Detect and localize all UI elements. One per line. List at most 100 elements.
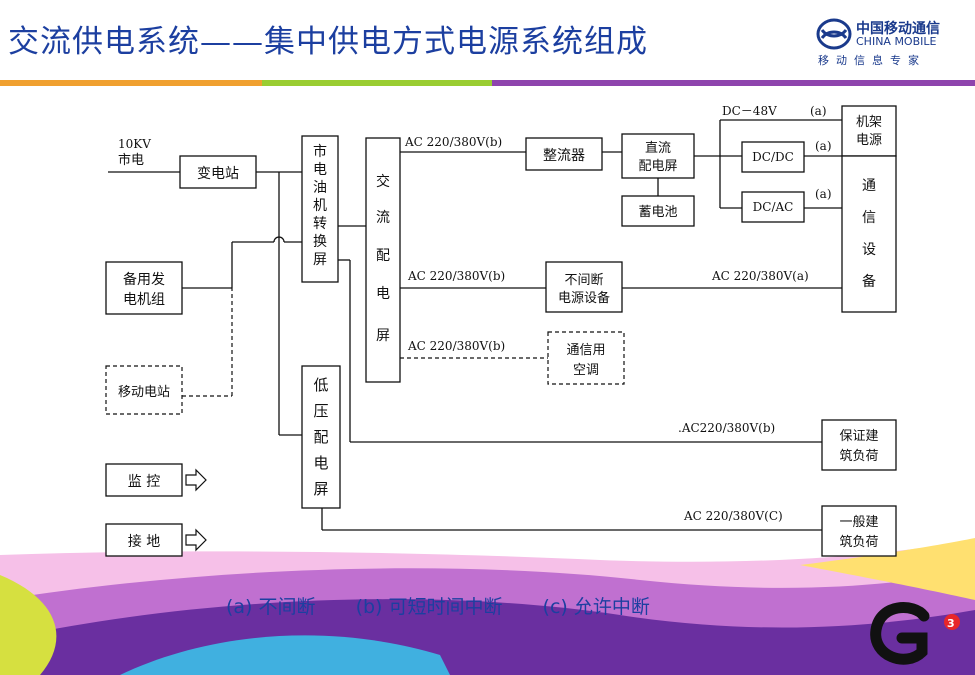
svg-text:直流: 直流	[645, 141, 671, 156]
china-mobile-logo: 中国移动通信 CHINA MOBILE 移动信息专家	[812, 16, 972, 70]
mobile-station-label: 移动电站	[118, 385, 170, 400]
rack-power-label: 机架 电源	[856, 115, 882, 148]
guaranteed-load-box	[821, 419, 897, 471]
mains-label-city: 市电	[118, 152, 144, 168]
logo-slogan: 移动信息专家	[818, 54, 926, 67]
grounding-arrow-icon	[185, 528, 207, 552]
backup-generator-box	[105, 261, 183, 315]
g3-logo-icon: 3	[870, 602, 960, 665]
svg-text:换: 换	[313, 233, 327, 250]
rack-power-box	[841, 105, 897, 157]
general-load-box	[821, 505, 897, 557]
svg-text:低: 低	[313, 376, 328, 394]
svg-text:转: 转	[313, 216, 327, 232]
svg-text:配: 配	[313, 428, 328, 446]
ac-a-label: AC 220/380V(a)	[711, 269, 809, 283]
telecom-equipment-box	[841, 155, 897, 313]
grounding-box	[105, 523, 183, 557]
battery-box	[621, 195, 695, 227]
svg-text:屏: 屏	[313, 252, 327, 268]
footer-decoration	[0, 538, 975, 675]
svg-text:信: 信	[862, 210, 876, 226]
svg-text:油: 油	[313, 180, 327, 196]
dcdc-box	[741, 141, 805, 173]
svg-text:电: 电	[376, 286, 390, 302]
svg-text:电源设备: 电源设备	[558, 290, 610, 306]
svg-text:交: 交	[376, 173, 390, 190]
svg-text:电机组: 电机组	[123, 292, 165, 308]
a-mark-top: (a)	[810, 104, 827, 118]
backup-generator-label: 备用发 电机组	[123, 271, 165, 308]
dcac-box	[741, 191, 805, 223]
svg-text:流: 流	[376, 210, 390, 226]
legend-c: (c) 允许中断	[542, 596, 650, 618]
substation-label: 变电站	[197, 166, 239, 182]
a-mark-dcac: (a)	[815, 187, 832, 201]
svg-text:保证建: 保证建	[839, 429, 878, 444]
substation-box	[179, 155, 257, 189]
header-band-purple	[492, 80, 975, 86]
svg-text:屏: 屏	[313, 480, 328, 498]
logo-text-cn: 中国移动通信	[856, 21, 940, 37]
svg-text:压: 压	[313, 402, 328, 420]
china-mobile-logo-icon	[816, 18, 852, 50]
svg-text:市: 市	[313, 143, 327, 160]
a-mark-dcdc: (a)	[815, 139, 832, 153]
svg-text:备用发: 备用发	[123, 271, 165, 288]
svg-text:筑负荷: 筑负荷	[839, 448, 878, 464]
ac-b-label-rectifier: AC 220/380V(b)	[404, 135, 502, 149]
rectifier-label: 整流器	[543, 148, 585, 164]
grounding-label: 接 地	[128, 533, 160, 550]
monitoring-arrow-icon	[185, 468, 207, 492]
dc-distribution-label: 直流 配电屏	[638, 141, 677, 174]
guaranteed-load-label: 保证建 筑负荷	[839, 429, 878, 464]
header-band-green	[262, 80, 492, 86]
mains-oil-switch-panel-label: 市 电 油 机 转 换 屏	[313, 143, 327, 268]
ac-aircon-label: 通信用 空调	[566, 343, 605, 378]
monitoring-label: 监 控	[128, 474, 160, 490]
svg-text:电源: 电源	[856, 133, 882, 148]
ups-label: 不间断 电源设备	[558, 273, 610, 306]
svg-text:筑负荷: 筑负荷	[839, 534, 878, 550]
mobile-station-box	[105, 365, 183, 415]
legend-a: (a) 不间断	[226, 596, 316, 618]
svg-text:通信用: 通信用	[566, 343, 605, 358]
ups-box	[545, 261, 623, 313]
svg-text:空调: 空调	[573, 363, 599, 378]
svg-text:电: 电	[313, 454, 328, 472]
dc-48v-label: DC－48V	[722, 104, 777, 118]
header-band-orange	[0, 80, 262, 86]
low-voltage-panel-label: 低 压 配 电 屏	[313, 376, 328, 498]
ac-b-label-aircon: AC 220/380V(b)	[407, 339, 505, 353]
ac-aircon-box	[547, 331, 625, 385]
legend-b: (b) 可短时间中断	[355, 596, 503, 618]
svg-text:通: 通	[862, 178, 876, 194]
page-title: 交流供电系统——集中供电方式电源系统组成	[8, 24, 648, 60]
svg-text:备: 备	[862, 273, 876, 290]
svg-text:不间断: 不间断	[564, 273, 603, 288]
svg-text:屏: 屏	[376, 328, 390, 344]
mains-oil-switch-panel-box	[301, 135, 339, 283]
telecom-equipment-label: 通 信 设 备	[862, 178, 876, 290]
low-voltage-panel-box	[301, 365, 341, 509]
general-load-label: 一般建 筑负荷	[839, 514, 878, 550]
logo-text-en: CHINA MOBILE	[856, 35, 937, 48]
svg-text:配: 配	[376, 248, 390, 264]
svg-text:配电屏: 配电屏	[638, 159, 677, 174]
svg-text:设: 设	[862, 242, 876, 258]
dcdc-label: DC/DC	[752, 150, 794, 164]
rectifier-box	[525, 137, 603, 171]
ac-b-label-ups: AC 220/380V(b)	[407, 269, 505, 283]
ac-distribution-panel-label: 交 流 配 电 屏	[376, 173, 390, 344]
monitoring-box	[105, 463, 183, 497]
svg-text:机: 机	[313, 198, 327, 214]
mains-label-10kv: 10KV	[118, 137, 151, 151]
dcac-label: DC/AC	[753, 200, 794, 214]
ac-distribution-panel-box	[365, 137, 401, 383]
svg-text:3: 3	[947, 617, 955, 630]
svg-text:一般建: 一般建	[839, 514, 878, 530]
ac-c-label: AC 220/380V(C)	[683, 509, 783, 523]
legend: (a) 不间断 (b) 可短时间中断 (c) 允许中断	[226, 592, 684, 619]
ac-b-label-guaranteed: .AC220/380V(b)	[678, 421, 775, 435]
